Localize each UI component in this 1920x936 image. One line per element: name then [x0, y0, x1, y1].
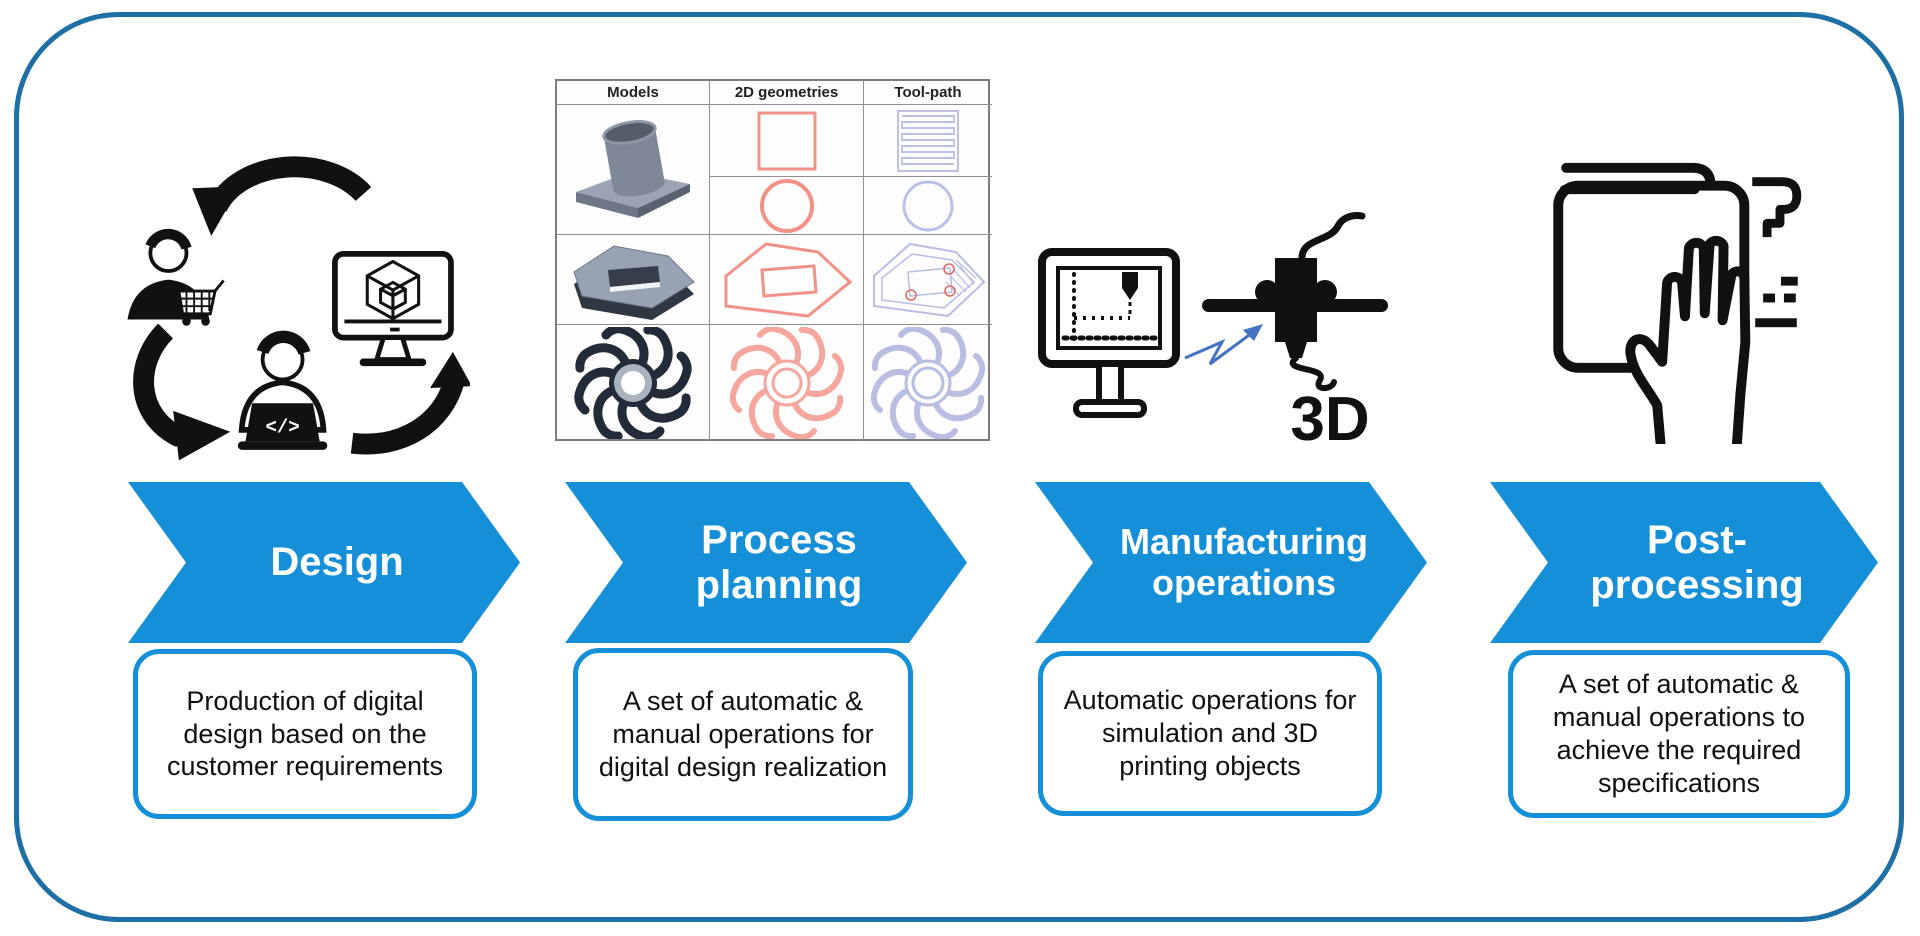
stage-arrow-label: Design: [270, 540, 404, 585]
square-geometry: [757, 111, 816, 170]
description-text: A set of automatic & manual operations f…: [598, 686, 888, 782]
geometry-pentagon-cell: [710, 235, 864, 325]
geometry-impeller-cell: [710, 325, 864, 441]
3d-caption: 3D: [1290, 385, 1369, 450]
model-cylinder-cell: [557, 105, 710, 235]
toolpath-square-cell: [864, 105, 992, 177]
printer-extruder-icon: 3D: [1202, 212, 1388, 450]
circle-geometry: [759, 178, 814, 233]
toolpath-impeller-cell: [864, 325, 992, 441]
stage-arrow-manufacturing-operations: Manufacturing operations: [1035, 482, 1427, 643]
laptop-icon: [245, 403, 320, 442]
pentagon-geometry: [724, 241, 852, 318]
description-text: A set of automatic & manual operations t…: [1552, 669, 1806, 798]
geometry-circle-cell: [710, 177, 864, 235]
fume-icon: [1752, 177, 1802, 238]
motion-dashes-icon: [1755, 276, 1798, 328]
description-box-process-planning: A set of automatic & manual operations f…: [573, 648, 913, 821]
description-text: Production of digital design based on th…: [166, 685, 444, 782]
process-planning-table: Models 2D geometries Tool-path: [555, 79, 992, 441]
stage-arrow-post-processing: Post-processing: [1490, 482, 1878, 643]
figure-frame: [14, 12, 1904, 922]
serpentine-square-toolpath: [897, 109, 959, 172]
designer-person-icon: </>: [237, 330, 328, 450]
impeller-geometry: [729, 327, 844, 439]
impeller-toolpath: [870, 327, 986, 439]
stage-arrow-label: Process planning: [695, 517, 863, 607]
cylinder-on-plate-model: [576, 119, 690, 218]
impeller-model: [574, 327, 692, 439]
cycle-arrow-left-icon: [133, 323, 231, 461]
toolpath-circle-cell: [864, 177, 992, 235]
pentagon-toolpath: [873, 242, 986, 317]
wireframe-cube-icon: [365, 259, 421, 321]
model-impeller-cell: [557, 325, 710, 441]
description-box-manufacturing-operations: Automatic operations for simulation and …: [1038, 651, 1382, 816]
toolpath-pentagon-cell: [864, 235, 992, 325]
stage-arrow-design: Design: [128, 482, 520, 643]
surface-finishing-hand-icon: [1553, 162, 1802, 444]
stage-arrow-label: Manufacturing operations: [1120, 521, 1368, 603]
table-header-2d-geometries: 2D geometries: [710, 81, 864, 105]
simulation-monitor-icon: [1038, 248, 1180, 418]
circle-toolpath: [902, 180, 954, 231]
simulation-3d-printing-icon: 3D: [1038, 212, 1388, 450]
shopping-cart-icon: [177, 279, 225, 326]
model-pentagon-cell: [557, 235, 710, 325]
table-header-models: Models: [557, 81, 710, 105]
code-glyph: </>: [265, 417, 299, 439]
cycle-arrow-top-icon: [192, 156, 372, 236]
description-box-design: Production of digital design based on th…: [133, 649, 477, 819]
hand-icon: [1625, 235, 1751, 444]
geometry-square-cell: [710, 105, 864, 177]
cad-monitor-icon: [332, 251, 454, 367]
table-header-tool-path: Tool-path: [864, 81, 992, 105]
stage-arrow-process-planning: Process planning: [565, 482, 967, 643]
data-link-arrow-icon: [1184, 324, 1263, 366]
cycle-arrow-right-icon: [350, 351, 470, 455]
stage-arrow-label: Post-processing: [1590, 517, 1804, 607]
design-cycle-icon: </>: [127, 156, 470, 461]
description-box-post-processing: A set of automatic & manual operations t…: [1508, 650, 1850, 818]
description-text: Automatic operations for simulation and …: [1063, 685, 1357, 781]
pentagon-plate-model: [573, 244, 695, 320]
